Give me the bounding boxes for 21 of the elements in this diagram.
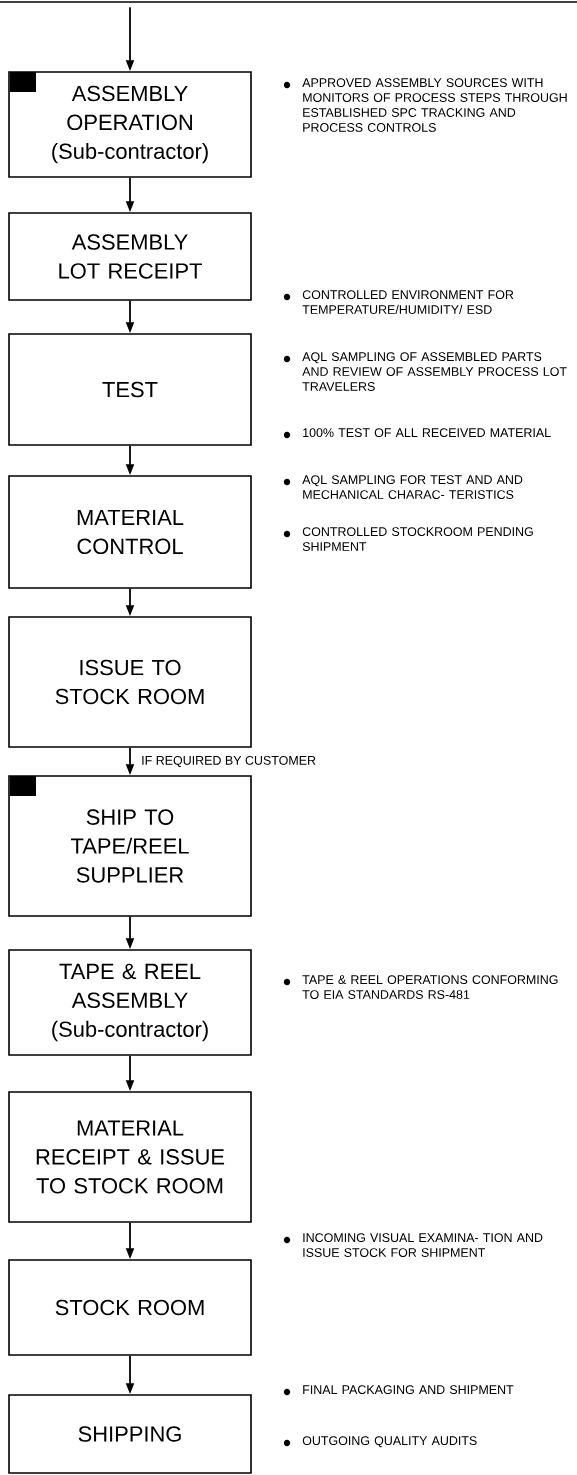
process-box: TAPE & REEL ASSEMBLY (Sub-contractor) [8,949,252,1056]
bullet-point: CONTROLLED STOCKROOM PENDING SHIPMENT [283,527,533,551]
process-box: ASSEMBLY OPERATION (Sub-contractor) [8,71,252,178]
process-box: ASSEMBLY LOT RECEIPT [8,212,252,301]
process-box: SHIPPING [8,1394,252,1474]
bullet-point: CONTROLLED ENVIRONMENT FOR TEMPERATURE/HUMIDITY/ ESD [283,290,514,314]
process-box: SHIP TO TAPE/REEL SUPPLIER [8,775,252,917]
process-box: ISSUE TO STOCK ROOM [8,616,252,748]
process-box: TEST [8,333,252,446]
bullet-point: OUTGOING QUALITY AUDITS [283,1436,477,1448]
bullet-point: 100% TEST OF ALL RECEIVED MATERIAL [283,428,551,439]
bullet-point: AQL SAMPLING OF ASSEMBLED PARTS AND REVIEW OF ASSEMBLY PROCESS LOT TRAVELERS [283,352,567,391]
edge-label: IF REQUIRED BY CUSTOMER [142,756,316,768]
bullet-point: INCOMING VISUAL EXAMINA- TION AND ISSUE STOCK FOR SHIPMENT [283,1233,543,1257]
process-box: MATERIAL RECEIPT & ISSUE TO STOCK ROOM [8,1091,252,1223]
process-box: MATERIAL CONTROL [8,475,252,589]
process-box: STOCK ROOM [8,1259,252,1356]
bullet-point: FINAL PACKAGING AND SHIPMENT [283,1385,514,1396]
bullet-point: AQL SAMPLING FOR TEST AND AND MECHANICAL CHARAC- TERISTICS [283,475,523,499]
bullet-point: APPROVED ASSEMBLY SOURCES WITH MONITORS OF PROCESS STEPS THROUGH ESTABLISHED SPC TRACKING AND PROCESS CONTROLS [283,78,567,132]
bullet-point: TAPE & REEL OPERATIONS CONFORMING TO EIA STANDARDS RS-481 [283,975,558,999]
